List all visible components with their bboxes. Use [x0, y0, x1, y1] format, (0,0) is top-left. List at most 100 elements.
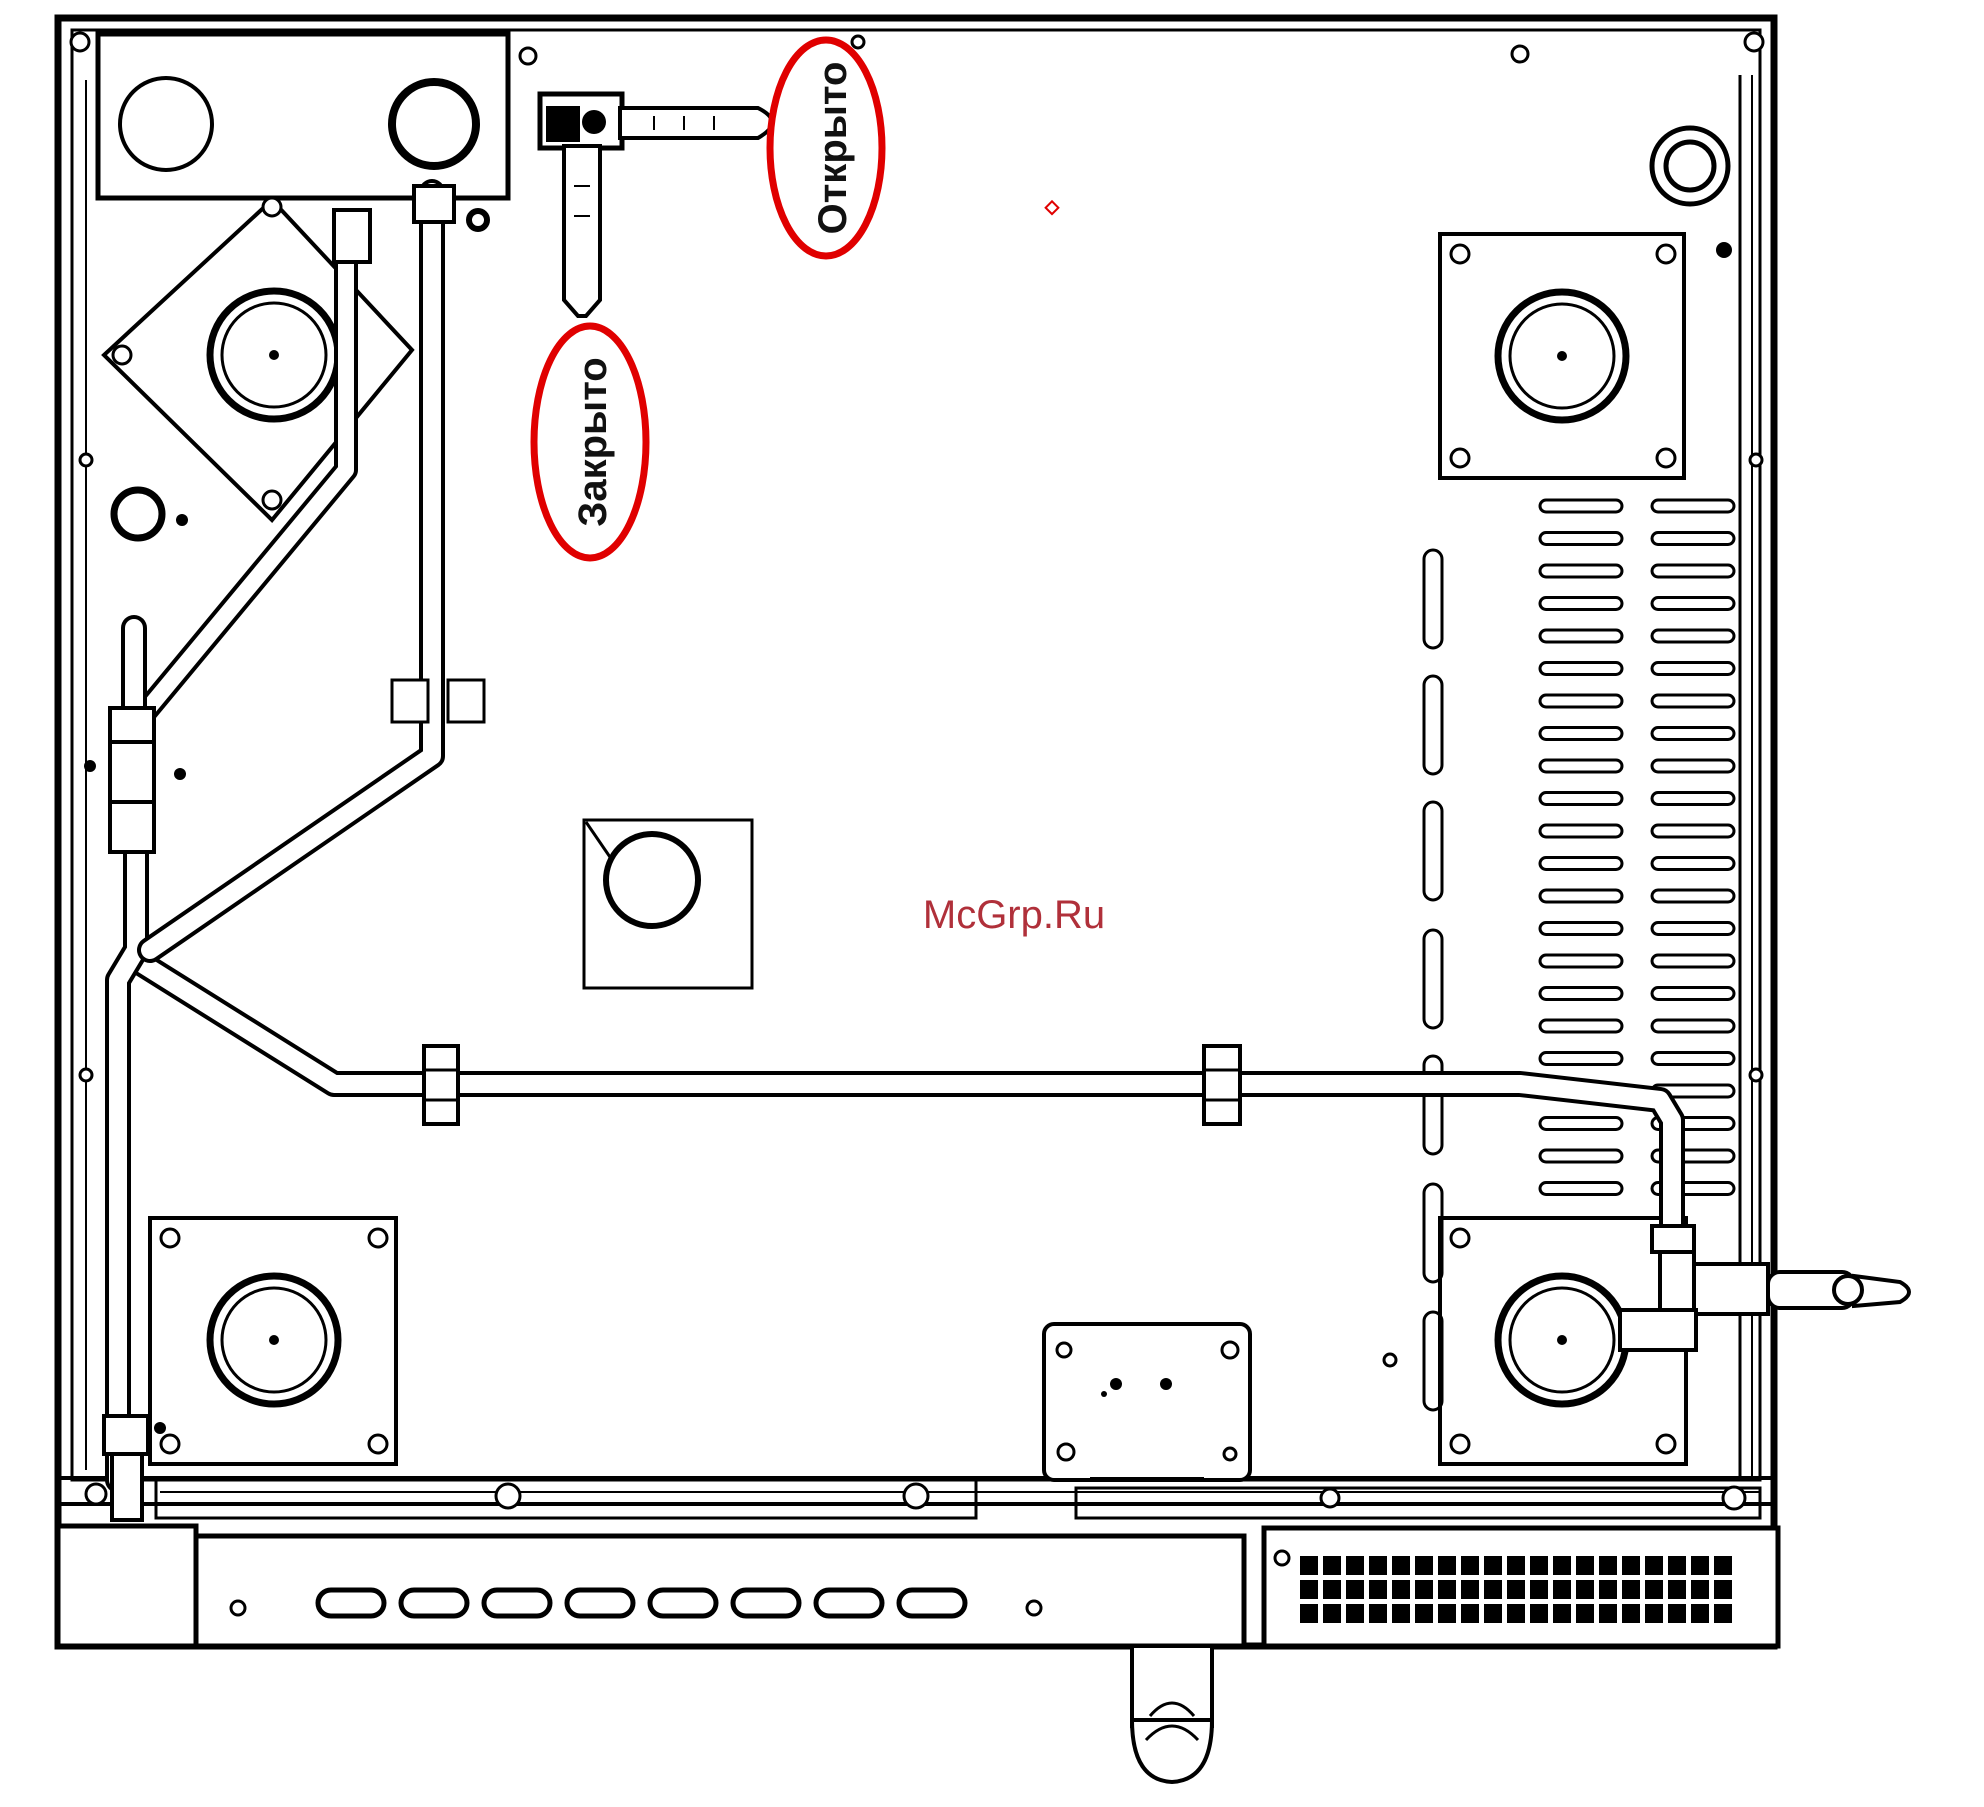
- grille-cell: [1507, 1580, 1525, 1599]
- vent-slot: [1538, 953, 1624, 969]
- grille-cell: [1714, 1556, 1732, 1575]
- vent-slot: [1538, 628, 1624, 644]
- closed-highlight: [530, 322, 650, 562]
- grille-cell: [1714, 1580, 1732, 1599]
- grille-cell: [1599, 1556, 1617, 1575]
- grille-cell: [1668, 1604, 1686, 1623]
- grille-cell: [1392, 1580, 1410, 1599]
- vent-slot: [1650, 1018, 1736, 1034]
- vent-slot: [1650, 758, 1736, 774]
- vent-slot: [1538, 856, 1624, 871]
- vent-slot: [1538, 1018, 1624, 1034]
- vent-slot: [1538, 498, 1624, 514]
- grille-cell: [1507, 1556, 1525, 1575]
- valve-lever-icon: [537, 91, 774, 318]
- vent-slot: [1650, 693, 1736, 709]
- grille-cell: [1415, 1556, 1433, 1575]
- grille-cell: [1622, 1604, 1640, 1623]
- vent-tall-slots: [1422, 548, 1444, 1412]
- grille-cell: [1369, 1556, 1387, 1575]
- grille-cell: [1530, 1604, 1548, 1623]
- grille-cell: [1392, 1556, 1410, 1575]
- grille-cell: [1507, 1604, 1525, 1623]
- panel-oval-slots: [315, 1587, 968, 1619]
- panel-oval-slot: [813, 1587, 885, 1619]
- grille-cell: [1438, 1580, 1456, 1599]
- panel-oval-slot: [647, 1587, 719, 1619]
- vent-slot: [1538, 726, 1624, 741]
- vent-slot: [1538, 693, 1624, 709]
- panel-oval-slot: [481, 1587, 553, 1619]
- vent-slot: [1650, 596, 1736, 611]
- gas-inlet-knob-icon: [1832, 1273, 1911, 1309]
- vent-slot: [1650, 953, 1736, 969]
- grille-cell: [1645, 1580, 1663, 1599]
- grille-cell: [1392, 1604, 1410, 1623]
- vent-slot: [1650, 921, 1736, 936]
- grille-cell: [1346, 1580, 1364, 1599]
- front-panel: [55, 1523, 1781, 1649]
- grille-cell: [1553, 1556, 1571, 1575]
- grille-cell: [1530, 1580, 1548, 1599]
- grille-cell: [1599, 1604, 1617, 1623]
- grille-cell: [1438, 1604, 1456, 1623]
- grille-cell: [1438, 1556, 1456, 1575]
- round-fittings: [110, 125, 1732, 542]
- vent-slot: [1538, 531, 1624, 546]
- grille-cell: [1553, 1604, 1571, 1623]
- grille-cell: [1346, 1604, 1364, 1623]
- grille-cell: [1576, 1580, 1594, 1599]
- pipe-fittings: [102, 184, 1856, 1522]
- grille-cell: [1484, 1604, 1502, 1623]
- grille-cell: [1369, 1604, 1387, 1623]
- vent-slot: [1538, 791, 1624, 806]
- vent-slot: [1538, 596, 1624, 611]
- vent-slot: [1538, 1051, 1624, 1066]
- vent-slot: [1650, 791, 1736, 806]
- vent-slot: [1650, 563, 1736, 579]
- grille-cell: [1714, 1604, 1732, 1623]
- grille-cell: [1645, 1556, 1663, 1575]
- vent-slot: [1650, 531, 1736, 546]
- open-highlight: [766, 36, 886, 260]
- frame-screws: [69, 31, 1765, 1511]
- grille-cell: [1668, 1580, 1686, 1599]
- grille-cell: [1668, 1556, 1686, 1575]
- closed-label: Закрыто: [571, 357, 615, 526]
- vent-slot: [1538, 661, 1624, 676]
- grille-cell: [1484, 1580, 1502, 1599]
- grille-cell: [1369, 1580, 1387, 1599]
- vent-slot: [1650, 726, 1736, 741]
- grille-cell: [1300, 1604, 1318, 1623]
- control-box: [95, 31, 538, 232]
- grille-cell: [1599, 1580, 1617, 1599]
- vent-slot: [1650, 1051, 1736, 1066]
- panel-oval-slot: [398, 1587, 470, 1619]
- burner-top-right: [1438, 232, 1686, 480]
- vent-slot: [1538, 823, 1624, 839]
- panel-oval-slot: [315, 1587, 387, 1619]
- grille-cell: [1323, 1604, 1341, 1623]
- panel-oval-slot: [730, 1587, 802, 1619]
- grille-cell: [1691, 1604, 1709, 1623]
- vent-slot: [1538, 921, 1624, 936]
- vent-slot: [1650, 888, 1736, 904]
- open-label: Открыто: [811, 62, 855, 235]
- grille-cell: [1622, 1580, 1640, 1599]
- grille-cell: [1553, 1580, 1571, 1599]
- grille-cell: [1461, 1556, 1479, 1575]
- grille-cell: [1415, 1604, 1433, 1623]
- vent-slot: [1538, 1148, 1624, 1164]
- vent-slot: [1538, 1181, 1624, 1196]
- grille-cell: [1346, 1556, 1364, 1575]
- vent-slot: [1538, 563, 1624, 579]
- grille-cell: [1300, 1580, 1318, 1599]
- vent-slot: [1650, 498, 1736, 514]
- grille-cell: [1691, 1556, 1709, 1575]
- pipe-clamps: [390, 678, 1242, 1126]
- center-plate: [582, 818, 754, 990]
- vent-slot: [1538, 758, 1624, 774]
- grille-cell: [1323, 1580, 1341, 1599]
